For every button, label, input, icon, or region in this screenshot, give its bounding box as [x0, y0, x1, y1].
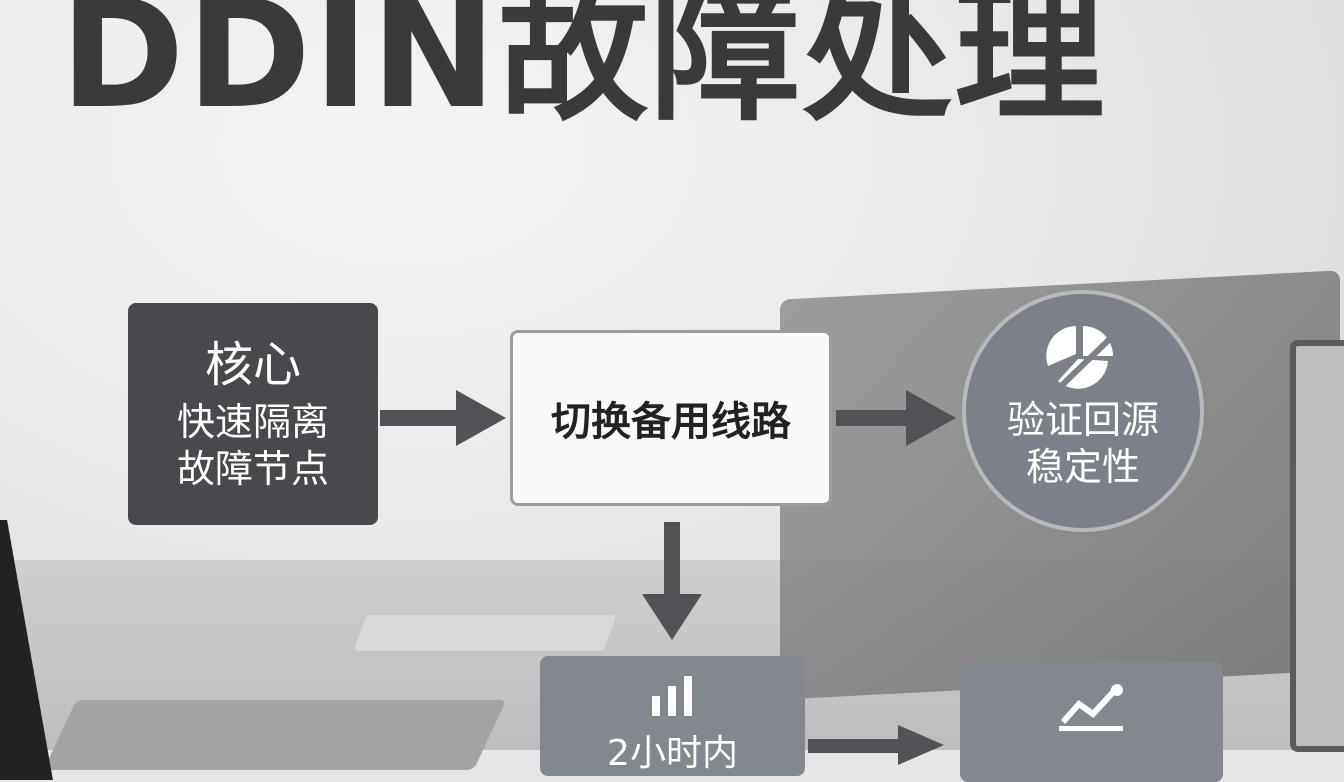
core-text-line2: 故障节点	[176, 447, 329, 491]
background-monitor-right	[1290, 340, 1344, 752]
core-text-line1: 快速隔离	[176, 399, 329, 444]
time-label: 2小时内	[607, 733, 738, 774]
arrow-right-icon	[380, 390, 506, 446]
time-box: 2小时内	[540, 656, 805, 776]
core-box: 核心 快速隔离 故障节点	[128, 303, 378, 525]
arrow-down-icon	[642, 522, 702, 640]
verify-circle: 验证回源 稳定性	[962, 290, 1204, 532]
page-title: DDIN故障处理	[60, 0, 1107, 142]
switch-line-label: 切换备用线路	[551, 399, 791, 445]
background-pad	[353, 615, 617, 651]
background-keyboard	[43, 700, 507, 770]
arrow-right-icon	[808, 725, 944, 765]
verify-line2: 稳定性	[1025, 445, 1140, 489]
verify-line1: 验证回源	[1006, 397, 1159, 442]
trend-line-icon	[1058, 684, 1123, 731]
arrow-right-icon	[836, 390, 956, 446]
bar-chart-icon	[651, 676, 692, 716]
core-heading: 核心	[204, 336, 301, 393]
trend-box	[960, 662, 1223, 782]
switch-line-box: 切换备用线路	[510, 330, 832, 506]
pie-chart-icon	[1046, 325, 1121, 391]
